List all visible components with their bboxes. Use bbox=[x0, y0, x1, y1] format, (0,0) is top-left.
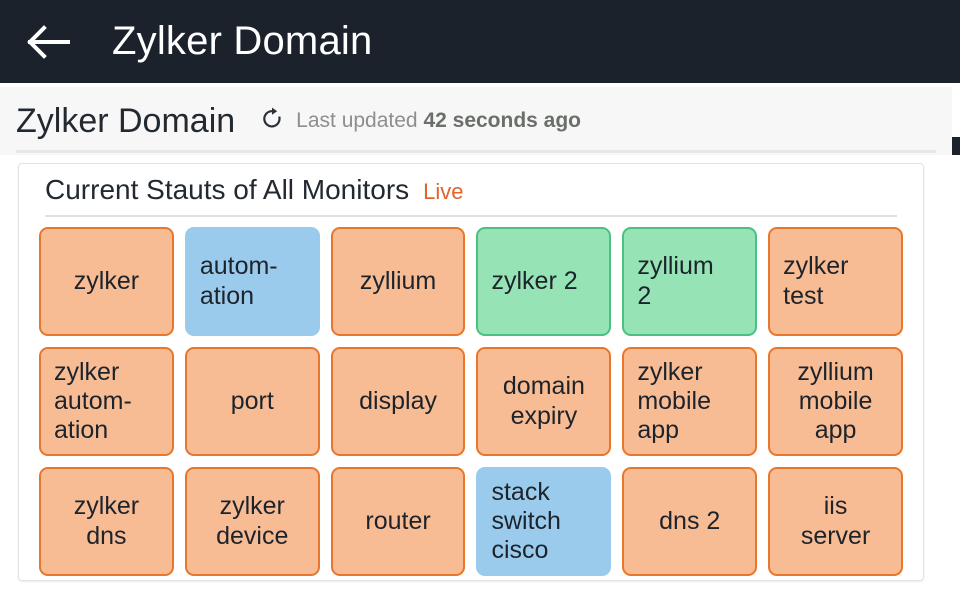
monitor-tile[interactable]: port bbox=[184, 347, 320, 456]
monitor-tile[interactable]: router bbox=[330, 467, 466, 576]
monitor-tile-label: autom-ation bbox=[199, 252, 278, 310]
page-title: Zylker Domain bbox=[112, 19, 373, 63]
monitor-tile-label: zyllium bbox=[359, 266, 437, 295]
monitor-tile[interactable]: dns 2 bbox=[622, 467, 758, 576]
monitor-tile[interactable]: display bbox=[330, 347, 466, 456]
monitor-tile[interactable]: zylker 2 bbox=[476, 227, 612, 336]
scrollbar-thumb[interactable] bbox=[952, 137, 960, 155]
monitor-tile-label: dns 2 bbox=[659, 506, 721, 535]
arrow-left-icon bbox=[24, 24, 72, 60]
monitor-tile[interactable]: zylker bbox=[39, 227, 174, 336]
monitor-tile-label: router bbox=[365, 506, 431, 535]
scrollbar[interactable] bbox=[952, 87, 960, 155]
top-navbar: Zylker Domain bbox=[0, 0, 960, 83]
subheader-divider bbox=[16, 150, 936, 153]
refresh-icon[interactable] bbox=[261, 107, 283, 136]
monitor-tile-label: zylker bbox=[73, 266, 140, 295]
monitors-card-header: Current Stauts of All Monitors Live bbox=[19, 164, 923, 206]
monitor-tile[interactable]: zyllium bbox=[330, 227, 466, 336]
last-updated-text: Last updated 42 seconds ago bbox=[296, 109, 581, 133]
monitors-card: Current Stauts of All Monitors Live zylk… bbox=[18, 163, 924, 581]
monitor-tile[interactable]: autom-ation bbox=[184, 227, 320, 336]
domain-name-heading: Zylker Domain bbox=[16, 101, 236, 140]
refresh-control[interactable]: Last updated 42 seconds ago bbox=[261, 107, 581, 136]
last-updated-prefix: Last updated bbox=[296, 109, 424, 132]
subheader-bar: Zylker Domain Last updated 42 seconds ag… bbox=[0, 87, 952, 155]
live-badge: Live bbox=[423, 179, 464, 204]
monitor-tile-label: zylker 2 bbox=[491, 266, 578, 295]
card-divider bbox=[45, 215, 897, 217]
back-button[interactable] bbox=[12, 0, 84, 83]
monitor-tile-label: port bbox=[230, 386, 274, 415]
monitor-tile-label: display bbox=[359, 386, 437, 415]
last-updated-value: 42 seconds ago bbox=[423, 109, 582, 132]
monitors-card-title: Current Stauts of All Monitors bbox=[45, 174, 410, 205]
